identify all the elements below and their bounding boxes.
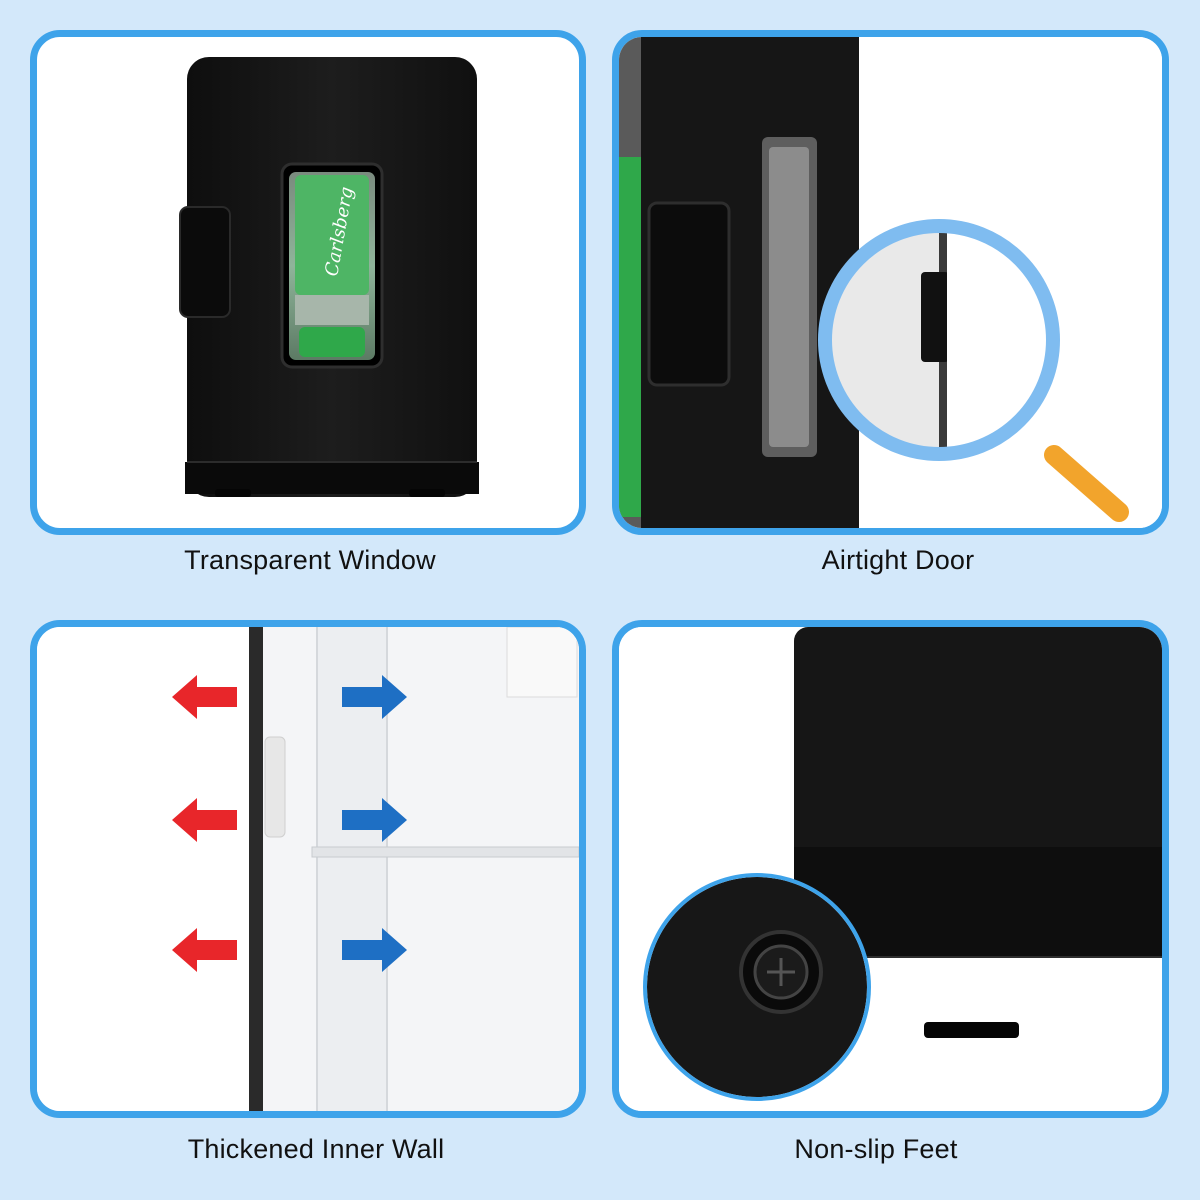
foot-left <box>215 489 251 497</box>
panel-airtight-door <box>612 30 1169 535</box>
non-slip-feet-illustration <box>619 627 1162 1111</box>
green-can <box>295 175 369 295</box>
inner-wall-illustration <box>37 627 579 1111</box>
panel-thickened-inner-wall <box>30 620 586 1118</box>
caption-non-slip-feet: Non-slip Feet <box>794 1134 958 1164</box>
foot-small <box>924 1022 1019 1038</box>
caption-thickened-inner-wall: Thickened Inner Wall <box>187 1134 445 1164</box>
panel-transparent-window: Carlsberg <box>30 30 586 535</box>
foot-zoom-inset <box>643 873 871 1101</box>
fridge-base <box>185 462 479 494</box>
foot-right <box>409 489 445 497</box>
magnifying-glass-icon <box>818 219 1129 522</box>
arrow-right-icon <box>342 675 407 972</box>
fridge-door-edge <box>249 627 263 1111</box>
caption-transparent-window: Transparent Window <box>184 545 436 575</box>
door-handle <box>647 201 731 387</box>
inner-shelf <box>311 846 579 858</box>
inner-wall <box>263 627 579 1111</box>
airtight-door-illustration <box>619 37 1162 528</box>
caption-airtight-door: Airtight Door <box>821 545 975 575</box>
panel-non-slip-feet <box>612 620 1169 1118</box>
arrow-left-icon <box>172 675 237 972</box>
fridge-front-illustration: Carlsberg <box>179 57 479 497</box>
fridge-side-handle <box>179 206 231 318</box>
